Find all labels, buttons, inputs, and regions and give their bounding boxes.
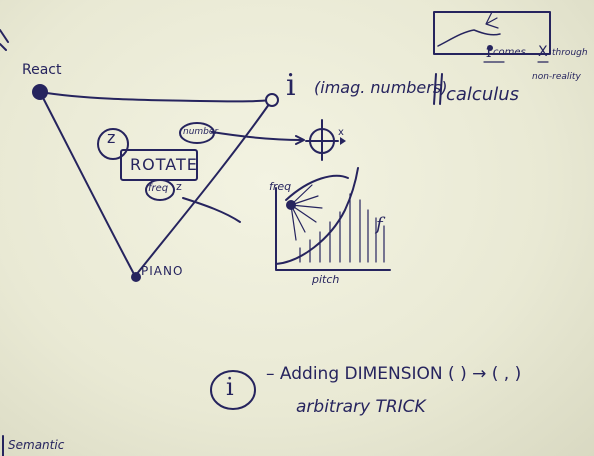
graph-curve [275, 167, 359, 265]
corner-comes-label: comes [493, 47, 526, 58]
number-input-label: number [183, 127, 219, 137]
corner-nonreality-label: non-reality [532, 72, 581, 82]
corner-i-label: i [486, 42, 492, 61]
footer-label: Semantic [8, 438, 65, 452]
z-input-label: z [107, 128, 116, 147]
triangle-top-edge [39, 91, 273, 103]
corner-through-label: through [552, 48, 588, 58]
i-note-label: (imag. numbers) [314, 78, 448, 97]
graph-fan [290, 184, 323, 241]
note-line-2: arbitrary TRICK [296, 397, 426, 417]
z-input-circle [97, 128, 129, 160]
line-to-graph [182, 197, 241, 223]
freq-input-circle [145, 179, 175, 201]
graph-arc [285, 174, 349, 201]
vertex-label-i: i [286, 68, 296, 103]
note-circle [210, 370, 256, 410]
graph-freq-label: freq [269, 180, 292, 193]
vertex-label-react: React [22, 62, 62, 78]
graph-pitch-label: pitch [312, 273, 340, 286]
separator-bars [433, 73, 443, 105]
corner-dot [487, 45, 493, 51]
arrow-to-axes [211, 131, 305, 145]
axis-x-label: x [338, 127, 344, 138]
freq-input-label: freq [148, 183, 169, 194]
vertex-dot-react [32, 84, 48, 100]
note-line-1: – Adding DIMENSION ( ) → ( , ) [266, 364, 522, 384]
note-symbol: i [226, 373, 234, 401]
graph-point [286, 200, 296, 210]
graph-axes [275, 187, 391, 271]
corner-wave [437, 29, 501, 47]
axes-circle [309, 128, 335, 154]
freq-z-label: z [176, 180, 182, 193]
corner-rays [485, 11, 499, 29]
corner-scribble [0, 29, 9, 51]
corner-x-label: X [538, 44, 548, 60]
vertex-dot-piano [131, 272, 141, 282]
axis-arrow [340, 137, 346, 145]
triangle-right-edge [135, 99, 273, 276]
vertex-label-piano: PIANO [141, 264, 184, 278]
calculus-label: calculus [446, 84, 520, 105]
graph-hatching [299, 193, 385, 263]
triangle-left-edge [39, 91, 136, 277]
rotate-box-label: ROTATE [130, 155, 198, 174]
graph-f-label: f [376, 214, 383, 235]
vertex-dot-i [265, 93, 279, 107]
